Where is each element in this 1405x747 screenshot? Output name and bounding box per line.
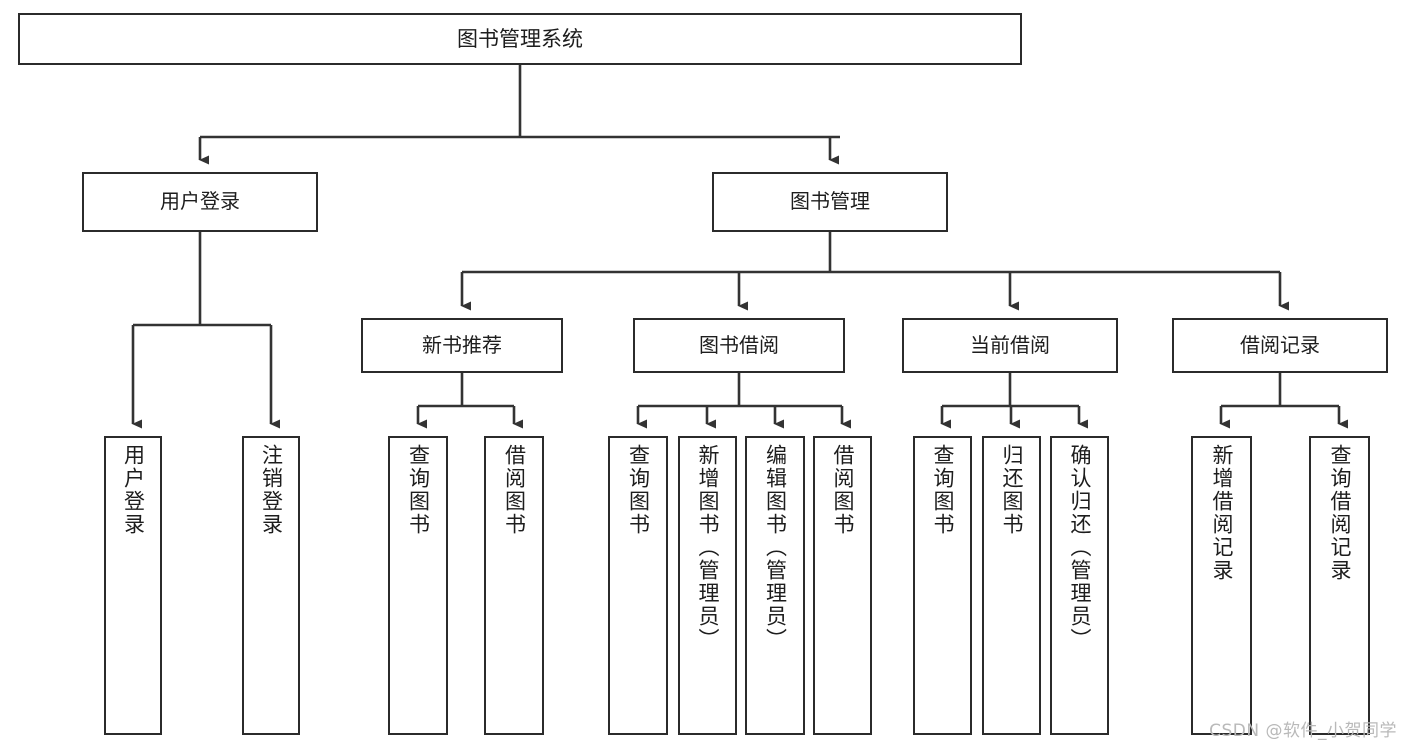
leaf-return-book[interactable]: 归还图书 xyxy=(982,436,1041,735)
leaf-add-borrow-record[interactable]: 新增借阅记录 xyxy=(1191,436,1252,735)
node-new-book-recommend[interactable]: 新书推荐 xyxy=(361,318,563,373)
leaf-edit-book-admin[interactable]: 编辑图书（管理员） xyxy=(745,436,805,735)
leaf-user-login[interactable]: 用户登录 xyxy=(104,436,162,735)
node-root-label: 图书管理系统 xyxy=(457,26,583,51)
leaf-borrow-book-recommend[interactable]: 借阅图书 xyxy=(484,436,544,735)
leaf-label: 查询借阅记录 xyxy=(1328,444,1352,582)
node-book-management-label: 图书管理 xyxy=(790,189,870,214)
leaf-label: 确认归还（管理员） xyxy=(1068,444,1092,651)
node-borrow-record-label: 借阅记录 xyxy=(1240,332,1320,357)
leaf-label: 新增图书（管理员） xyxy=(696,444,720,651)
leaf-query-borrow-record[interactable]: 查询借阅记录 xyxy=(1309,436,1370,735)
csdn-watermark: CSDN @软件_小贺同学 xyxy=(1209,721,1397,741)
leaf-label: 借阅图书 xyxy=(831,444,855,536)
leaf-label: 编辑图书（管理员） xyxy=(763,444,788,651)
leaf-label: 用户登录 xyxy=(121,444,146,536)
leaf-label: 新增借阅记录 xyxy=(1210,444,1234,582)
leaf-query-book-current[interactable]: 查询图书 xyxy=(913,436,972,735)
node-book-borrow-label: 图书借阅 xyxy=(699,332,779,357)
leaf-borrow-book[interactable]: 借阅图书 xyxy=(813,436,872,735)
node-book-management[interactable]: 图书管理 xyxy=(712,172,948,232)
node-user-login-label: 用户登录 xyxy=(160,189,240,214)
leaf-label: 借阅图书 xyxy=(502,444,527,536)
leaf-label: 查询图书 xyxy=(626,444,651,536)
leaf-add-book-admin[interactable]: 新增图书（管理员） xyxy=(678,436,737,735)
leaf-label: 查询图书 xyxy=(931,444,955,536)
node-root[interactable]: 图书管理系统 xyxy=(18,13,1022,65)
leaf-label: 查询图书 xyxy=(406,444,431,536)
node-user-login[interactable]: 用户登录 xyxy=(82,172,318,232)
leaf-label: 归还图书 xyxy=(1000,444,1024,536)
leaf-query-book-borrow[interactable]: 查询图书 xyxy=(608,436,668,735)
node-book-borrow[interactable]: 图书借阅 xyxy=(633,318,845,373)
leaf-query-book-recommend[interactable]: 查询图书 xyxy=(388,436,448,735)
leaf-label: 注销登录 xyxy=(259,444,284,536)
node-current-borrow[interactable]: 当前借阅 xyxy=(902,318,1118,373)
node-current-borrow-label: 当前借阅 xyxy=(970,332,1050,357)
node-borrow-record[interactable]: 借阅记录 xyxy=(1172,318,1388,373)
leaf-confirm-return-admin[interactable]: 确认归还（管理员） xyxy=(1050,436,1109,735)
node-new-book-recommend-label: 新书推荐 xyxy=(422,332,502,357)
leaf-user-logout[interactable]: 注销登录 xyxy=(242,436,300,735)
